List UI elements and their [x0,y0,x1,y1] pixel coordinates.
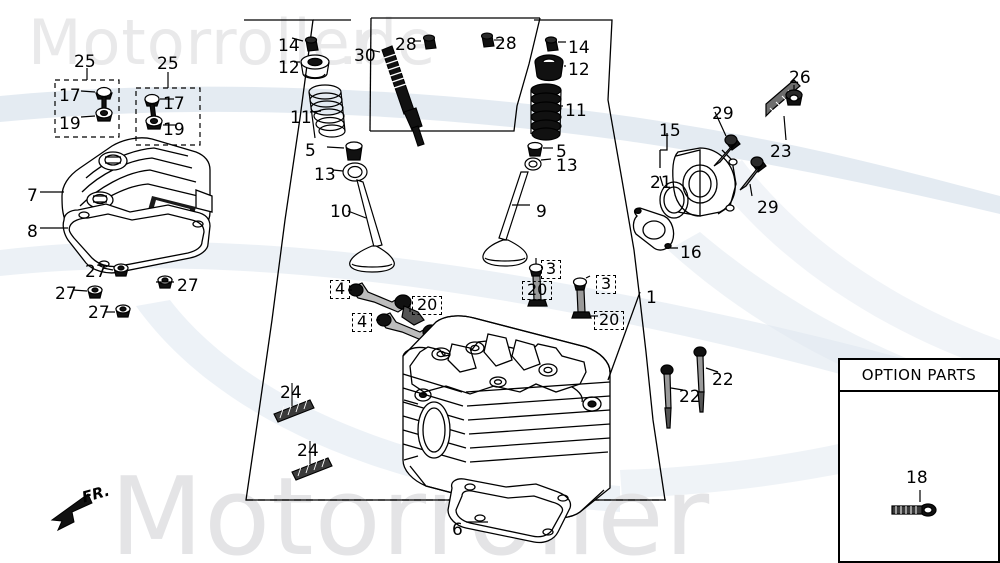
cap-nut-part [40,191,174,318]
callout-spring-seat-left-12: 12 [278,58,300,78]
callout-manifold-bolt-29: 29 [757,198,779,218]
callout-exhaust-valve-10: 10 [330,202,352,222]
callout-dowel-pin-24: 24 [297,441,319,461]
callout-valve-cotter-28: 28 [395,35,417,55]
assembly-boundary [244,17,666,501]
callout-manifold-gasket-16: 16 [680,243,702,263]
callout-retainer-left-14: 14 [278,36,300,56]
callout-head-bolt-22: 22 [679,387,701,407]
callout-cover-nut-right-19: 19 [163,120,185,140]
cylinder-head-gasket-part [447,478,572,544]
valve-train-left [291,36,395,273]
valve-cotter-part [413,32,504,50]
callout-rocker-arm-20: 20 [594,311,625,330]
callout-intake-manifold-15: 15 [659,121,681,141]
callout-cover-nut-left-19: 19 [59,114,81,134]
head-bolt-part [660,346,719,429]
callout-stem-seal-right-5: 5 [556,142,567,162]
callout-cover-nut-27: 27 [88,303,110,323]
callout-valve-spring-right-11: 11 [565,101,587,121]
callout-valve-adjuster-4: 4 [352,313,373,332]
callout-spring-seat-washer-left-13: 13 [314,165,336,185]
option-parts-title: OPTION PARTS [840,360,998,392]
flange-bolt-part [713,111,767,197]
option-part-ref-18: 18 [906,468,928,488]
option-bolt-artwork [891,490,937,517]
callout-stud-23: 23 [770,142,792,162]
spark-plug-part [369,45,425,147]
callout-spark-plug-30: 30 [354,46,376,66]
callout-cover-bolt-left-17: 17 [59,86,81,106]
callout-cover-bolt-right-17: 17 [163,94,185,114]
callout-cover-bolt-set-right-25: 25 [157,54,179,74]
callout-cover-bolt-set-left-25: 25 [74,52,96,72]
callout-spring-seat-washer-right-13: 13 [556,156,578,176]
option-parts-body: 18 [840,392,998,563]
callout-rocker-shaft-3: 3 [596,275,617,294]
dowel-pin-part [273,383,333,481]
stud-part [765,79,803,141]
callout-valve-spring-left-11: 11 [290,108,312,128]
callout-stem-seal-left-5: 5 [305,141,316,161]
callout-cylinder-head-1: 1 [646,288,657,308]
callout-dowel-pin-24: 24 [280,383,302,403]
valve-cover-gasket-part [62,203,211,274]
callout-head-bolt-22: 22 [712,370,734,390]
callout-valve-cover-gasket-8: 8 [27,222,38,242]
callout-spring-seat-right-12: 12 [568,60,590,80]
callout-valve-adjuster-4: 4 [330,280,351,299]
callout-stud-nut-26: 26 [789,68,811,88]
rocker-shaft-part [527,258,598,319]
option-parts-panel: OPTION PARTS 18 [838,358,1000,563]
callout-valve-cotter-28: 28 [495,34,517,54]
valve-train-right [482,36,566,267]
callout-cover-nut-27: 27 [177,276,199,296]
callout-manifold-oring-21: 21 [650,173,672,193]
intake-manifold-part [632,133,738,251]
callout-cover-nut-27: 27 [55,284,77,304]
callout-rocker-shaft-3: 3 [541,260,562,279]
callout-retainer-right-14: 14 [568,38,590,58]
callout-cover-nut-27: 27 [85,262,107,282]
callout-manifold-bolt-29: 29 [712,104,734,124]
callout-intake-valve-9: 9 [536,202,547,222]
front-direction-arrow [50,493,93,532]
cylinder-head-part [402,291,641,519]
callout-cylinder-head-gasket-6: 6 [452,520,463,540]
callout-rocker-arm-20: 20 [522,281,553,300]
callout-valve-cover-7: 7 [27,186,38,206]
callout-rocker-arm-20: 20 [412,296,443,315]
